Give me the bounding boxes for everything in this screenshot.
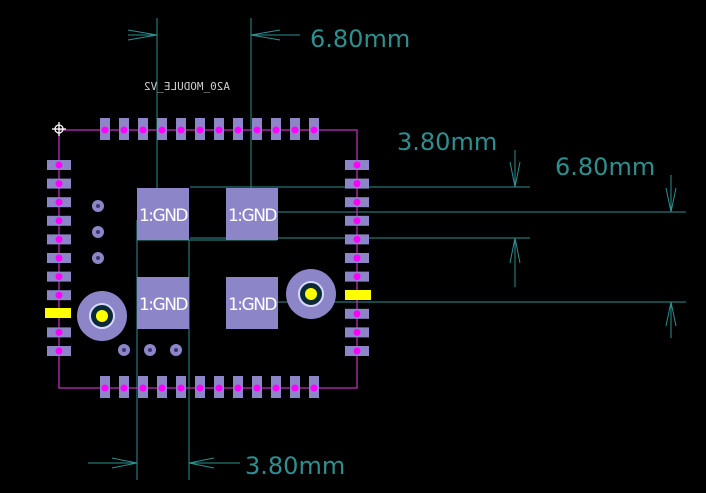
yellow-pad-left: [45, 308, 71, 318]
mounting-hole-left: [77, 291, 127, 341]
via-dot: [353, 347, 361, 355]
via-dot: [215, 126, 223, 134]
via-dot: [253, 384, 261, 392]
gnd-pad-label: 1:GND: [139, 206, 188, 226]
dimension-right-small: 3.80mm: [397, 128, 497, 156]
via-dot: [139, 126, 147, 134]
via-dot: [310, 384, 318, 392]
gnd-pad-2: 1:GND: [226, 188, 279, 240]
via-dot: [158, 126, 166, 134]
via-dot: [55, 217, 63, 225]
via-dot: [353, 328, 361, 336]
yellow-pad-right: [345, 290, 371, 300]
dimension-bottom: 3.80mm: [245, 452, 345, 480]
via-dot: [353, 235, 361, 243]
via-dot: [55, 180, 63, 188]
via-dot: [158, 384, 166, 392]
via-dot: [353, 310, 361, 318]
via-dot: [101, 126, 109, 134]
via-dot: [310, 126, 318, 134]
gnd-pad-4: 1:GND: [226, 277, 279, 329]
via-dot: [215, 384, 223, 392]
gnd-pad-label: 1:GND: [228, 295, 277, 315]
via-dot: [55, 328, 63, 336]
edge-pads: [47, 118, 369, 398]
via-dot: [353, 254, 361, 262]
via-dot: [253, 126, 261, 134]
gnd-pad-label: 1:GND: [139, 295, 188, 315]
via-dot: [177, 126, 185, 134]
silkscreen-label: A20_MODULE_V2: [144, 80, 230, 93]
via-dot: [120, 126, 128, 134]
via-dot: [139, 384, 147, 392]
via-dot: [353, 161, 361, 169]
via-dot: [55, 198, 63, 206]
via-dot: [234, 126, 242, 134]
via-dot: [353, 180, 361, 188]
via-dot: [291, 384, 299, 392]
via-dot: [196, 126, 204, 134]
small-circles: [92, 200, 182, 356]
via-dot: [234, 384, 242, 392]
gnd-pad-1: 1:GND: [137, 188, 190, 240]
via-dot: [55, 291, 63, 299]
via-dot: [353, 217, 361, 225]
via-dot: [55, 161, 63, 169]
mounting-hole-right: [286, 269, 336, 319]
dimension-right-large: 6.80mm: [555, 153, 655, 181]
via-dot: [353, 273, 361, 281]
gnd-pad-label: 1:GND: [228, 206, 277, 226]
dimension-top: 6.80mm: [310, 25, 410, 53]
crosshair-circle-icon: [52, 122, 66, 136]
via-dot: [101, 384, 109, 392]
via-dot: [272, 126, 280, 134]
via-dot: [177, 384, 185, 392]
via-dot: [55, 235, 63, 243]
via-dot: [55, 254, 63, 262]
gnd-pad-3: 1:GND: [137, 277, 190, 329]
via-dot: [291, 126, 299, 134]
via-dot: [55, 347, 63, 355]
via-dot: [120, 384, 128, 392]
via-dot: [353, 198, 361, 206]
via-dot: [196, 384, 204, 392]
via-dot: [55, 273, 63, 281]
via-dot: [272, 384, 280, 392]
